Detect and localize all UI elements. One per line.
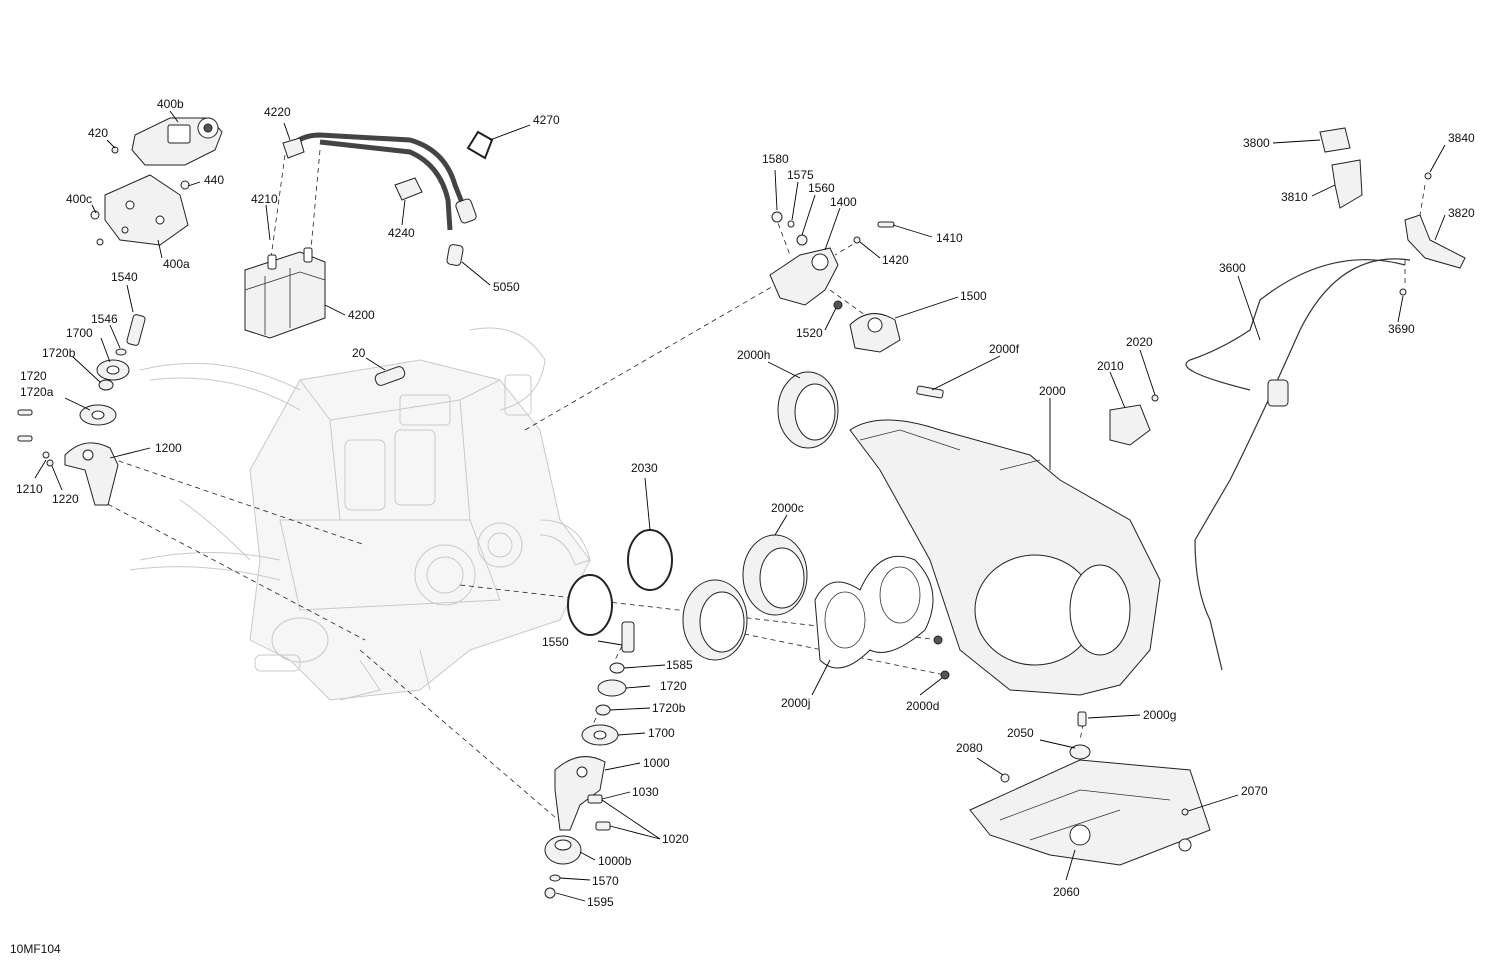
callout-4270: 4270 bbox=[533, 113, 560, 127]
callout-1200: 1200 bbox=[155, 441, 182, 455]
part-2000c-adapter bbox=[682, 534, 808, 661]
callout-1570: 1570 bbox=[592, 874, 619, 888]
callout-3820: 3820 bbox=[1448, 206, 1475, 220]
callout-1546: 1546 bbox=[91, 312, 118, 326]
callout-5050: 5050 bbox=[493, 280, 520, 294]
part-2030-clamp bbox=[567, 529, 673, 636]
leader-lines bbox=[34, 110, 1446, 902]
part-2000j-gasket bbox=[814, 555, 934, 669]
callout-1560: 1560 bbox=[808, 181, 835, 195]
callout-400c: 400c bbox=[66, 192, 92, 206]
callout-1000b: 1000b bbox=[598, 854, 632, 868]
callout-1720-left: 1720 bbox=[20, 369, 47, 383]
callout-3690: 3690 bbox=[1388, 322, 1415, 336]
callout-1550: 1550 bbox=[542, 635, 569, 649]
callout-1720b-left: 1720b bbox=[42, 346, 76, 360]
part-20-dowel bbox=[374, 366, 406, 386]
callout-2080: 2080 bbox=[956, 741, 983, 755]
callout-1720a: 1720a bbox=[20, 385, 54, 399]
callout-1410: 1410 bbox=[936, 231, 963, 245]
part-4220-spark-plug-wires bbox=[282, 132, 477, 266]
part-2050-2080-2070 bbox=[1000, 744, 1189, 816]
callout-440: 440 bbox=[204, 173, 224, 187]
callout-labels: 400b 420 400c 440 400a 4220 4270 4210 42… bbox=[16, 97, 1475, 909]
callout-1720b-center: 1720b bbox=[652, 701, 686, 715]
callout-3810: 3810 bbox=[1281, 190, 1308, 204]
callout-1595: 1595 bbox=[587, 895, 614, 909]
callout-400b: 400b bbox=[157, 97, 184, 111]
part-1540-1546-stud bbox=[115, 314, 146, 356]
part-2000h-seal bbox=[777, 371, 839, 449]
part-3800-3810-housing bbox=[1319, 127, 1432, 209]
callout-4220: 4220 bbox=[264, 105, 291, 119]
callout-4200: 4200 bbox=[348, 308, 375, 322]
callout-2000f: 2000f bbox=[989, 342, 1020, 356]
callout-1420: 1420 bbox=[882, 253, 909, 267]
callout-420: 420 bbox=[88, 126, 108, 140]
callout-1720-center: 1720 bbox=[660, 679, 687, 693]
callout-1540: 1540 bbox=[111, 270, 138, 284]
part-1000b-mount bbox=[544, 835, 582, 899]
part-1200-bracket bbox=[64, 442, 119, 506]
part-2000f-clip bbox=[916, 385, 944, 399]
callout-1220: 1220 bbox=[52, 492, 79, 506]
part-1000-bracket bbox=[554, 756, 611, 831]
callout-4210: 4210 bbox=[251, 192, 278, 206]
callout-2030: 2030 bbox=[631, 461, 658, 475]
callout-1580: 1580 bbox=[762, 152, 789, 166]
part-1400-mount-bracket bbox=[769, 211, 895, 306]
part-2000-airbox bbox=[849, 419, 1161, 696]
part-1500-damper bbox=[833, 300, 901, 353]
part-3600-throttle-cable bbox=[1185, 258, 1411, 671]
callout-2000c: 2000c bbox=[771, 501, 804, 515]
part-3820-throttle-lever bbox=[1404, 214, 1466, 269]
callout-1000: 1000 bbox=[643, 756, 670, 770]
part-4240-clip bbox=[394, 177, 423, 201]
part-4270-tie bbox=[466, 130, 494, 160]
callout-4240: 4240 bbox=[388, 226, 415, 240]
callout-2020: 2020 bbox=[1126, 335, 1153, 349]
callout-1585: 1585 bbox=[666, 658, 693, 672]
callout-3800: 3800 bbox=[1243, 136, 1270, 150]
callout-3840: 3840 bbox=[1448, 131, 1475, 145]
part-1720-1700-center bbox=[581, 662, 627, 746]
callout-2000g: 2000g bbox=[1143, 708, 1176, 722]
callout-2000: 2000 bbox=[1039, 384, 1066, 398]
callout-1575: 1575 bbox=[787, 168, 814, 182]
callout-1520: 1520 bbox=[796, 326, 823, 340]
callout-3600: 3600 bbox=[1219, 261, 1246, 275]
alignment-lines bbox=[99, 149, 1426, 831]
fastener-parts-1210-1220 bbox=[17, 409, 54, 467]
callout-1020: 1020 bbox=[662, 832, 689, 846]
figure-code: 10MF104 bbox=[10, 942, 61, 956]
callout-1210: 1210 bbox=[16, 482, 43, 496]
callout-20: 20 bbox=[352, 346, 366, 360]
callout-2000d: 2000d bbox=[906, 699, 939, 713]
callout-2060: 2060 bbox=[1053, 885, 1080, 899]
part-1700-mount bbox=[79, 359, 130, 426]
callout-2000h: 2000h bbox=[737, 348, 770, 362]
callout-2010: 2010 bbox=[1097, 359, 1124, 373]
callout-1400: 1400 bbox=[830, 195, 857, 209]
callout-2000j: 2000j bbox=[781, 696, 810, 710]
callout-1700-center: 1700 bbox=[648, 726, 675, 740]
callout-1700-left: 1700 bbox=[66, 326, 93, 340]
part-400b-actuator bbox=[131, 117, 223, 166]
callout-400a: 400a bbox=[163, 257, 190, 271]
part-4200-ignition-coil bbox=[244, 247, 326, 339]
callout-2050: 2050 bbox=[1007, 726, 1034, 740]
engine-ghost-illustration bbox=[129, 327, 591, 701]
part-1550-stud bbox=[621, 621, 635, 653]
fastener-parts-400 bbox=[90, 146, 190, 246]
part-2060-base bbox=[969, 759, 1211, 866]
part-2010-2020-bracket bbox=[1109, 394, 1159, 446]
callout-1030: 1030 bbox=[632, 785, 659, 799]
callout-1500: 1500 bbox=[960, 289, 987, 303]
callout-2070: 2070 bbox=[1241, 784, 1268, 798]
fastener-parts-2000 bbox=[933, 635, 1087, 727]
part-400a-bracket bbox=[104, 174, 189, 246]
